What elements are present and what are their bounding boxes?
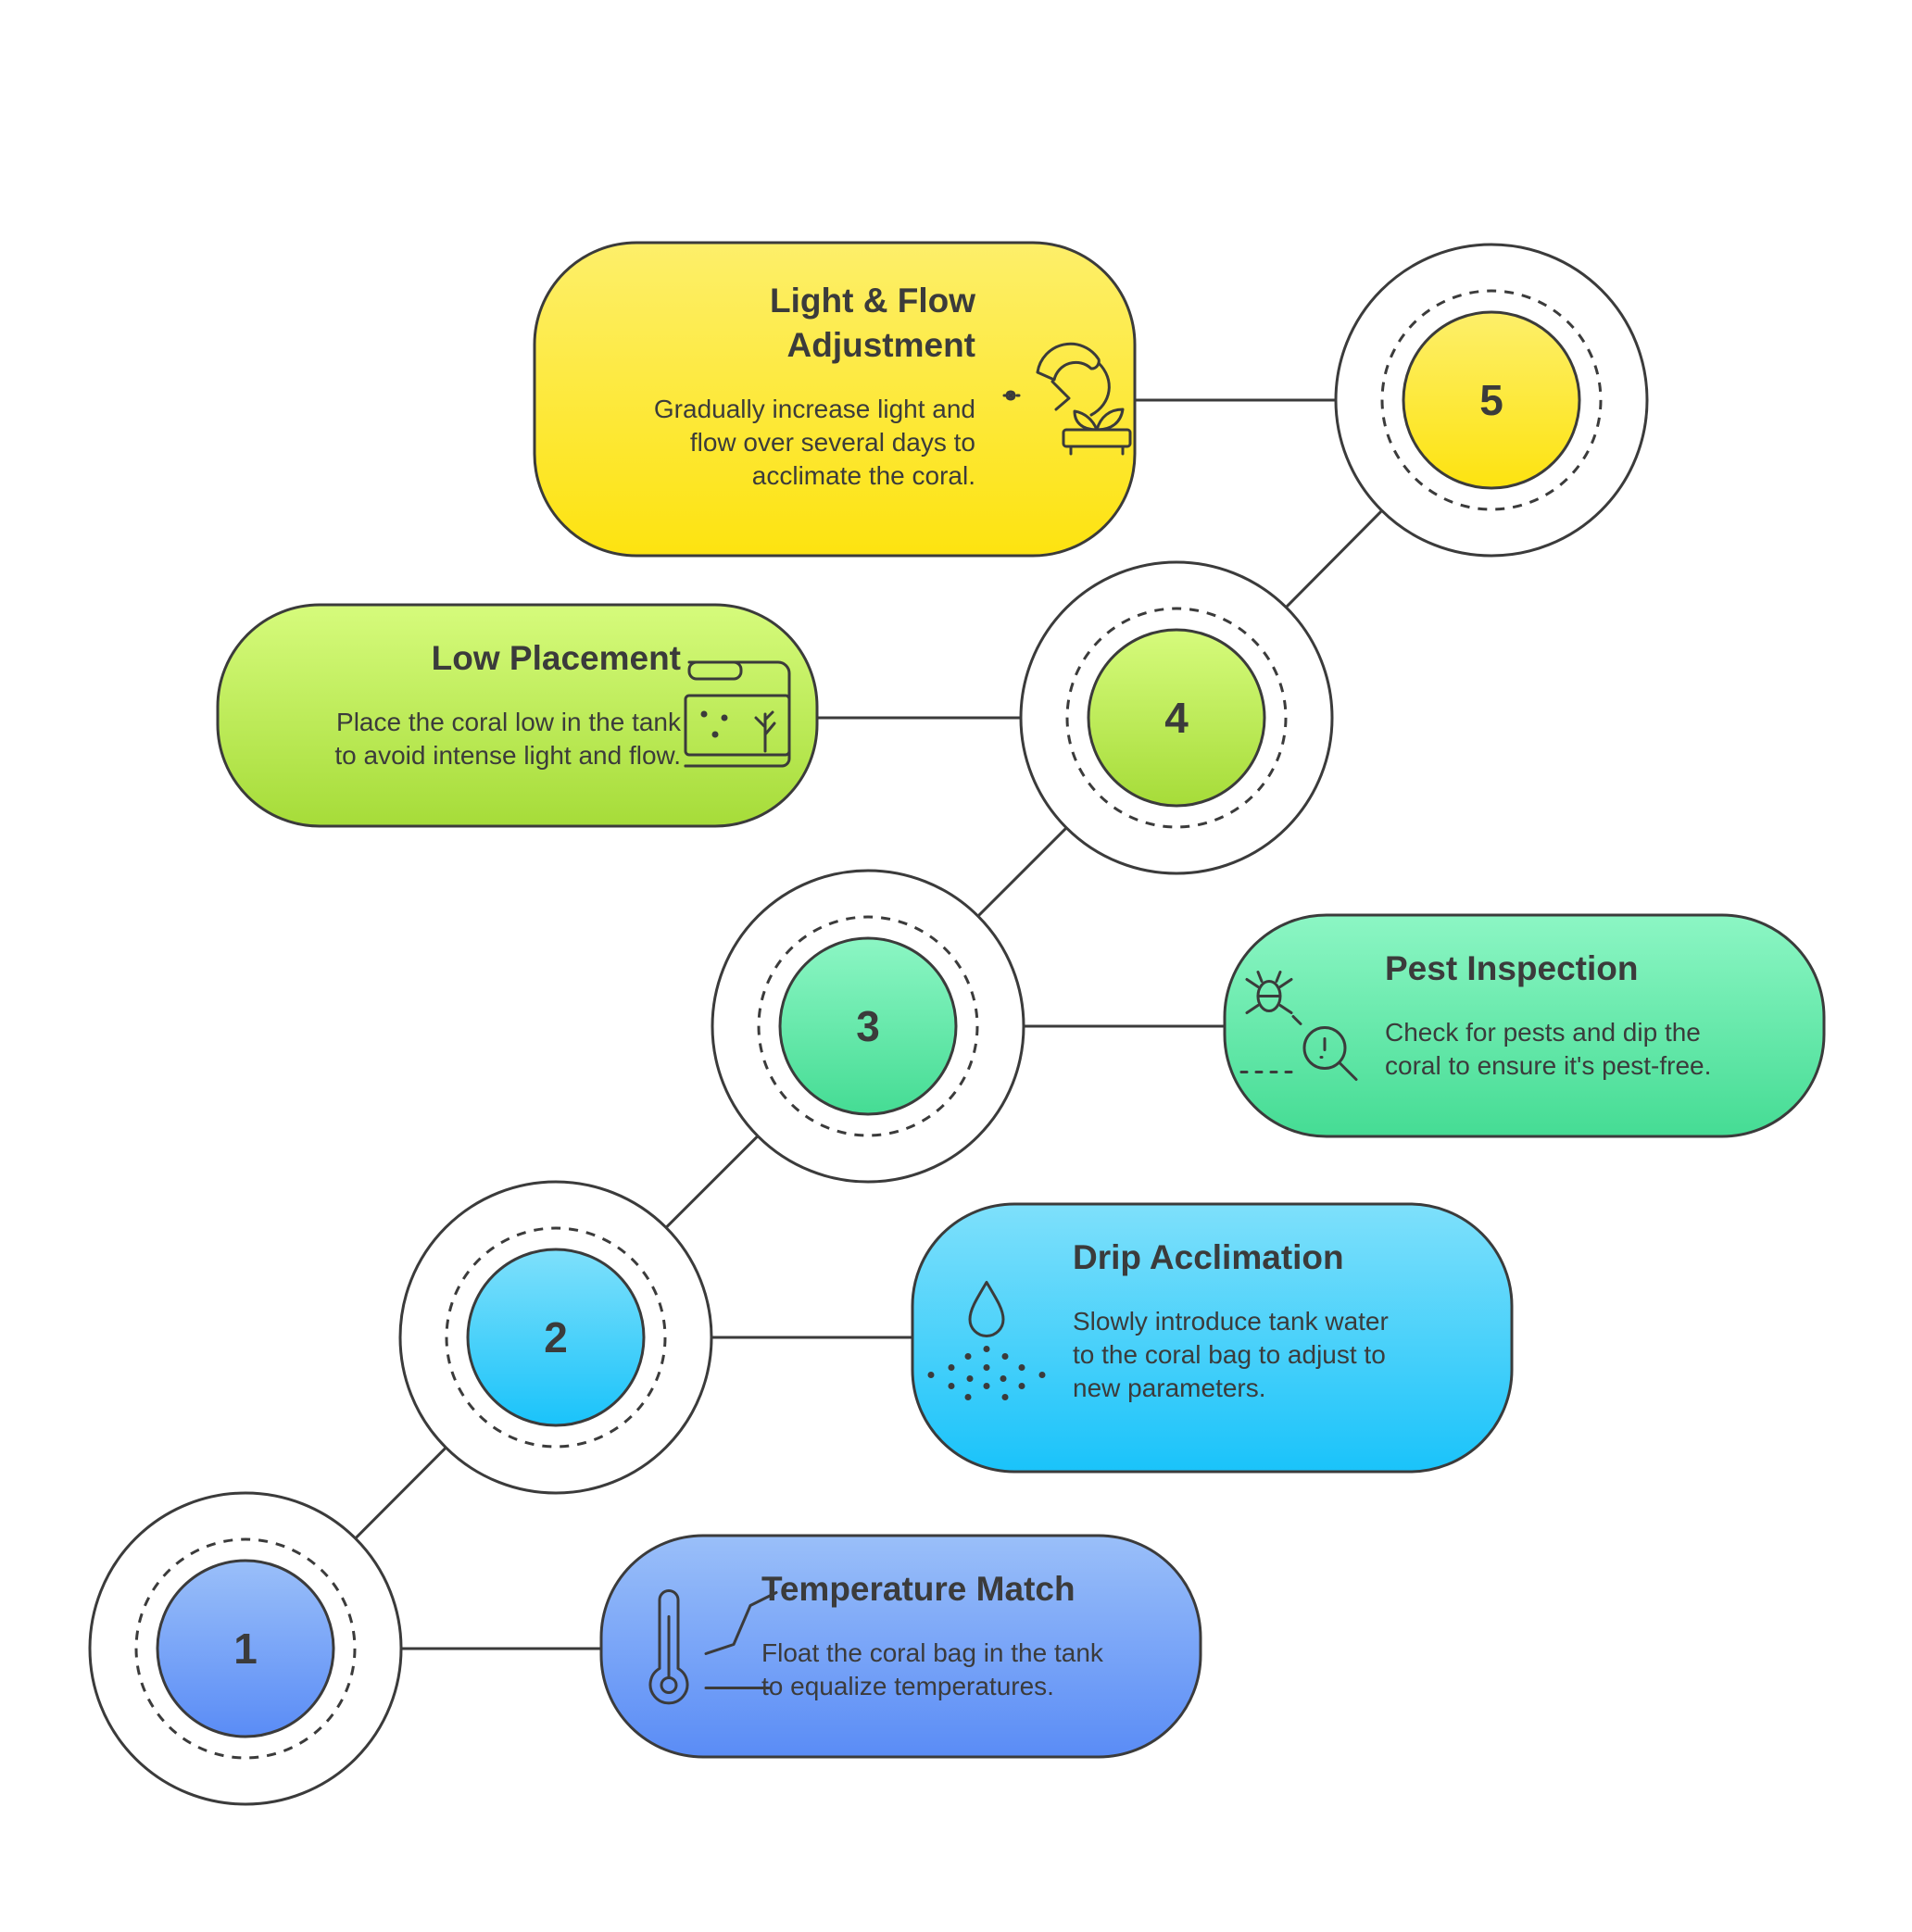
dashed-ring [757,915,979,1137]
step-3-ring: 3 [711,869,1025,1184]
step-title: Drip Acclimation [1073,1238,1344,1276]
step-5-badge [1402,310,1581,490]
step-1-ring: 1 [88,1491,403,1806]
step-description: acclimate the coral. [752,461,975,490]
step-5-ring: 5 [1334,243,1649,558]
card-background [911,1202,1514,1474]
connector-line [354,1446,447,1540]
step-number: 2 [544,1313,568,1361]
step-number: 5 [1479,376,1503,424]
step-description: Place the coral low in the tank [336,708,682,736]
step-number: 3 [856,1002,880,1050]
step-description: Gradually increase light and [654,395,975,423]
step-2-badge [466,1248,646,1427]
step-2-ring: 2 [398,1180,713,1495]
pest-magnifier-icon [1239,971,1358,1081]
thermometer-icon [648,1589,778,1705]
card-background [1223,913,1826,1138]
step-1-badge [156,1559,335,1738]
step-description: Float the coral bag in the tank [761,1638,1104,1667]
dashed-ring [445,1226,667,1449]
card-background [216,603,819,828]
step-4-ring: 4 [1019,560,1334,875]
connector-line [976,826,1068,918]
dashed-ring [1065,607,1288,829]
diagonal-connectors [354,398,1384,1650]
step-title: Temperature Match [761,1570,1076,1608]
step-4-badge [1087,628,1266,808]
step-description: to avoid intense light and flow. [334,741,681,770]
step-description: to the coral bag to adjust to [1073,1340,1386,1369]
step-description: new parameters. [1073,1374,1266,1402]
step-number: 4 [1164,694,1189,742]
connector-line [664,1135,760,1229]
step-number: 1 [233,1625,258,1673]
step-title: Light & Flow [770,282,975,320]
step-description: to equalize temperatures. [761,1672,1054,1700]
dashed-ring [1380,289,1603,511]
step-description: Slowly introduce tank water [1073,1307,1389,1336]
step-description: flow over several days to [690,428,975,457]
water-drip-icon [927,1281,1046,1400]
step-title: Low Placement [432,639,681,677]
card-background [599,1534,1202,1759]
step-description: Check for pests and dip the [1385,1018,1701,1047]
card-background [533,241,1137,558]
aquarium-tank-icon [684,660,791,768]
lamp-plant-icon [1002,342,1132,456]
step-title: Pest Inspection [1385,949,1638,987]
step-description: coral to ensure it's pest-free. [1385,1051,1711,1080]
dashed-ring [134,1537,357,1760]
step-title: Adjustment [787,326,976,364]
connector-line [1284,508,1384,609]
step-rings: 1 2 3 4 5 [88,243,1649,1806]
step-3-badge [778,936,958,1116]
